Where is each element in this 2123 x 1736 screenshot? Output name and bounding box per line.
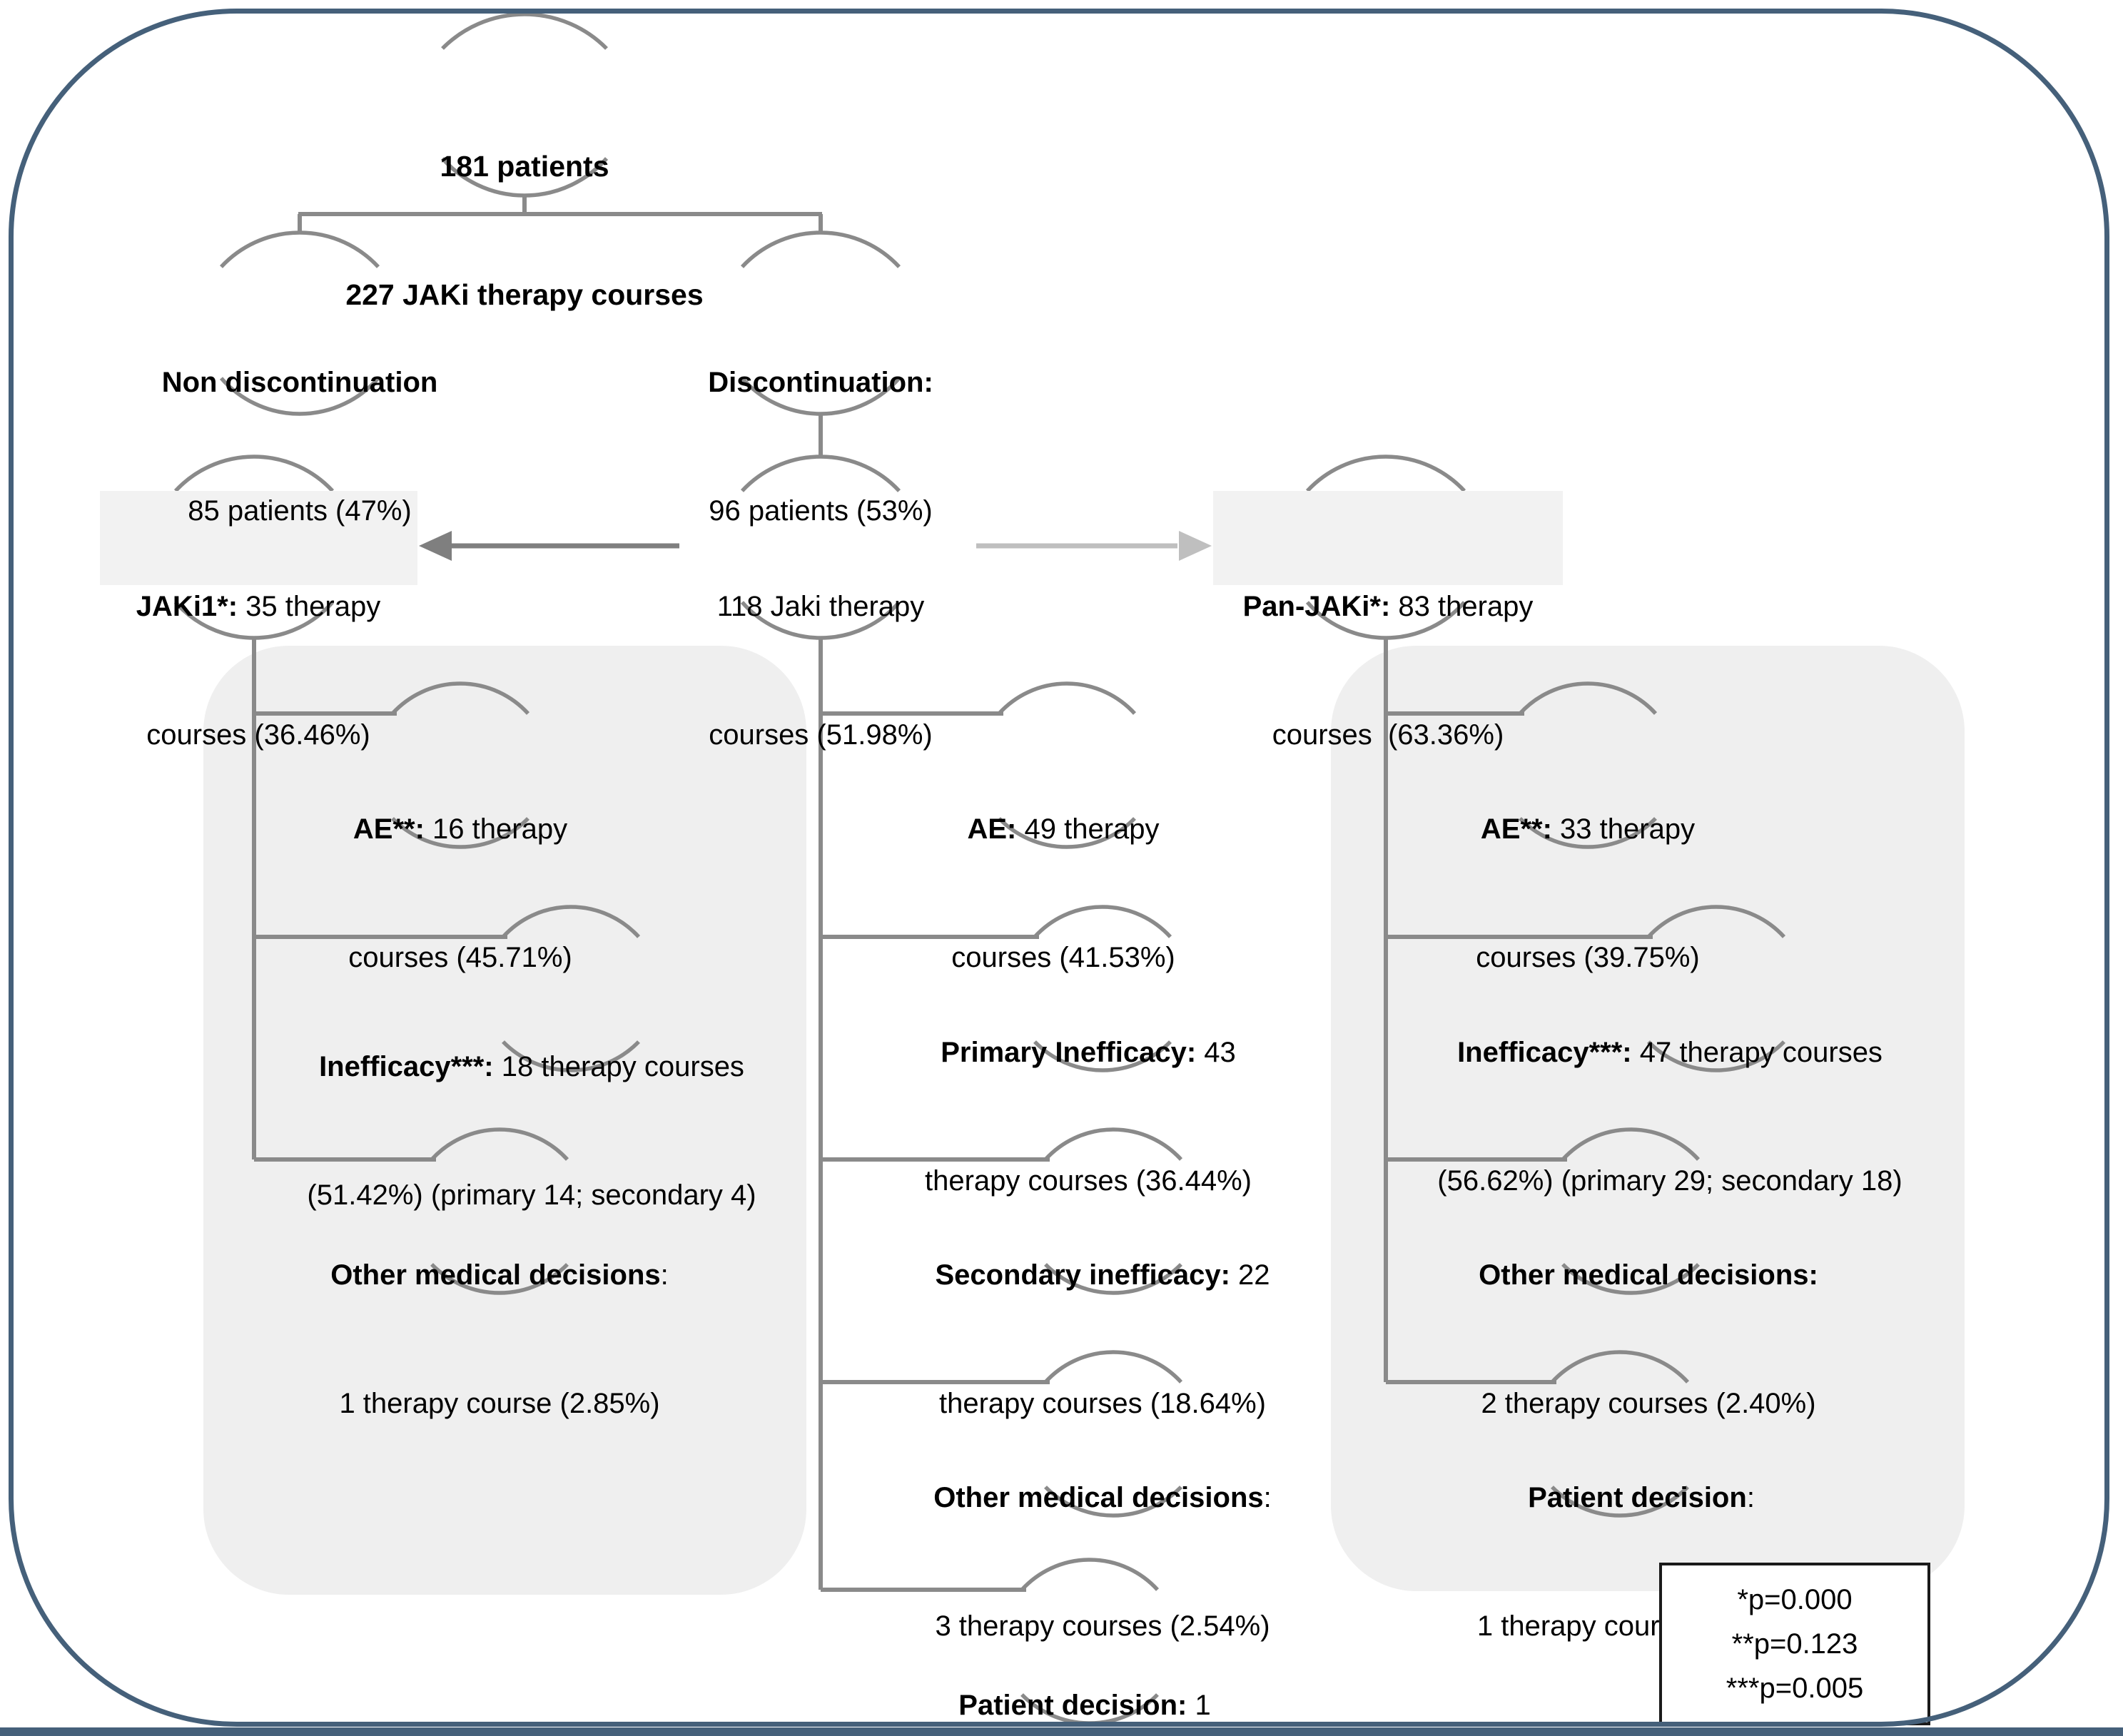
node-top-arc	[1043, 1127, 1183, 1161]
node-top-arc	[1043, 1350, 1183, 1384]
node-discontinuation: Discontinuation: 96 patients (53%)	[708, 367, 933, 527]
node-top-arc	[501, 905, 641, 938]
node-top-arc	[1033, 905, 1172, 938]
node-top-arc	[430, 1127, 569, 1161]
node-bottom-arc	[1033, 1040, 1172, 1072]
node-top-arc	[740, 455, 901, 492]
node-bottom-arc	[502, 1040, 640, 1072]
node-top-arc	[173, 455, 335, 492]
arrow-left-icon	[419, 531, 452, 561]
node-top-arc	[740, 230, 901, 268]
left-branch-panel	[203, 646, 806, 1595]
node-jaki1-ae: AE**: 16 therapy courses (45.71%)	[348, 813, 572, 973]
node-bottom-arc	[430, 1263, 569, 1295]
node-top-arc	[1518, 681, 1658, 715]
node-mid-patient-decision: Patient decision: 1 therapy course (0.85…	[958, 1690, 1211, 1721]
node-bottom-arc	[391, 817, 530, 849]
node-bottom-arc	[1519, 817, 1657, 849]
node-non-discontinuation: Non discontinuation 85 patients (47%)	[161, 367, 438, 527]
node-bottom-arc	[1551, 1486, 1689, 1518]
node-jaki1-inefficacy: Inefficacy***: 18 therapy courses (51.42…	[307, 1051, 756, 1211]
node-top-arc	[1020, 1558, 1160, 1591]
node-jaki1-other-medical: Other medical decisions: 1 therapy cours…	[330, 1259, 669, 1419]
node-bottom-arc	[1561, 1263, 1700, 1295]
arrow-right-icon	[1179, 531, 1212, 561]
legend-line-1: *p=0.000	[1737, 1584, 1853, 1615]
node-bottom-arc	[1044, 1486, 1182, 1518]
node-pan-other-medical: Other medical decisions: 2 therapy cours…	[1479, 1259, 1818, 1419]
node-top-arc	[1646, 905, 1786, 938]
node-top-arc	[219, 230, 380, 268]
node-top-arc	[1305, 455, 1466, 492]
node-top-arc	[997, 681, 1137, 715]
jaki1-highlight-rect	[100, 491, 417, 585]
node-118-jaki: 118 Jaki therapy courses (51.98%)	[709, 591, 933, 751]
node-bottom-arc	[1647, 1040, 1785, 1072]
bottom-border-bar	[0, 1727, 2123, 1736]
node-bottom-arc	[998, 817, 1136, 849]
node-top-arc	[441, 12, 608, 50]
node-mid-other-medical: Other medical decisions: 3 therapy cours…	[933, 1482, 1272, 1642]
legend-line-3: ***p=0.005	[1726, 1672, 1864, 1704]
node-mid-ae: AE: 49 therapy courses (41.53%)	[951, 813, 1175, 973]
pan-jaki-highlight-rect	[1213, 491, 1563, 585]
node-top-arc	[1561, 1127, 1701, 1161]
node-bottom-arc	[1044, 1263, 1182, 1295]
node-pan-ae: AE**: 33 therapy courses (39.75%)	[1476, 813, 1700, 973]
node-jaki1: JAKi1*: 35 therapy courses (36.46%)	[136, 591, 381, 751]
flowchart-root-node: 181 patients 227 JAKi therapy courses	[345, 150, 704, 311]
node-bottom-arc	[219, 377, 380, 416]
node-top-arc	[1550, 1350, 1690, 1384]
right-branch-panel	[1331, 646, 1965, 1591]
node-mid-secondary-inefficacy: Secondary inefficacy: 22 therapy courses…	[935, 1259, 1270, 1419]
node-pan-inefficacy: Inefficacy***: 47 therapy courses (56.62…	[1437, 1037, 1902, 1197]
node-pan-jaki: Pan-JAKi*: 83 therapy courses (63.36%)	[1242, 591, 1534, 751]
legend-line-2: **p=0.123	[1731, 1628, 1858, 1660]
node-mid-primary-inefficacy: Primary Inefficacy: 43 therapy courses (…	[924, 1037, 1252, 1197]
node-top-arc	[390, 681, 530, 715]
outer-border	[9, 9, 2109, 1727]
